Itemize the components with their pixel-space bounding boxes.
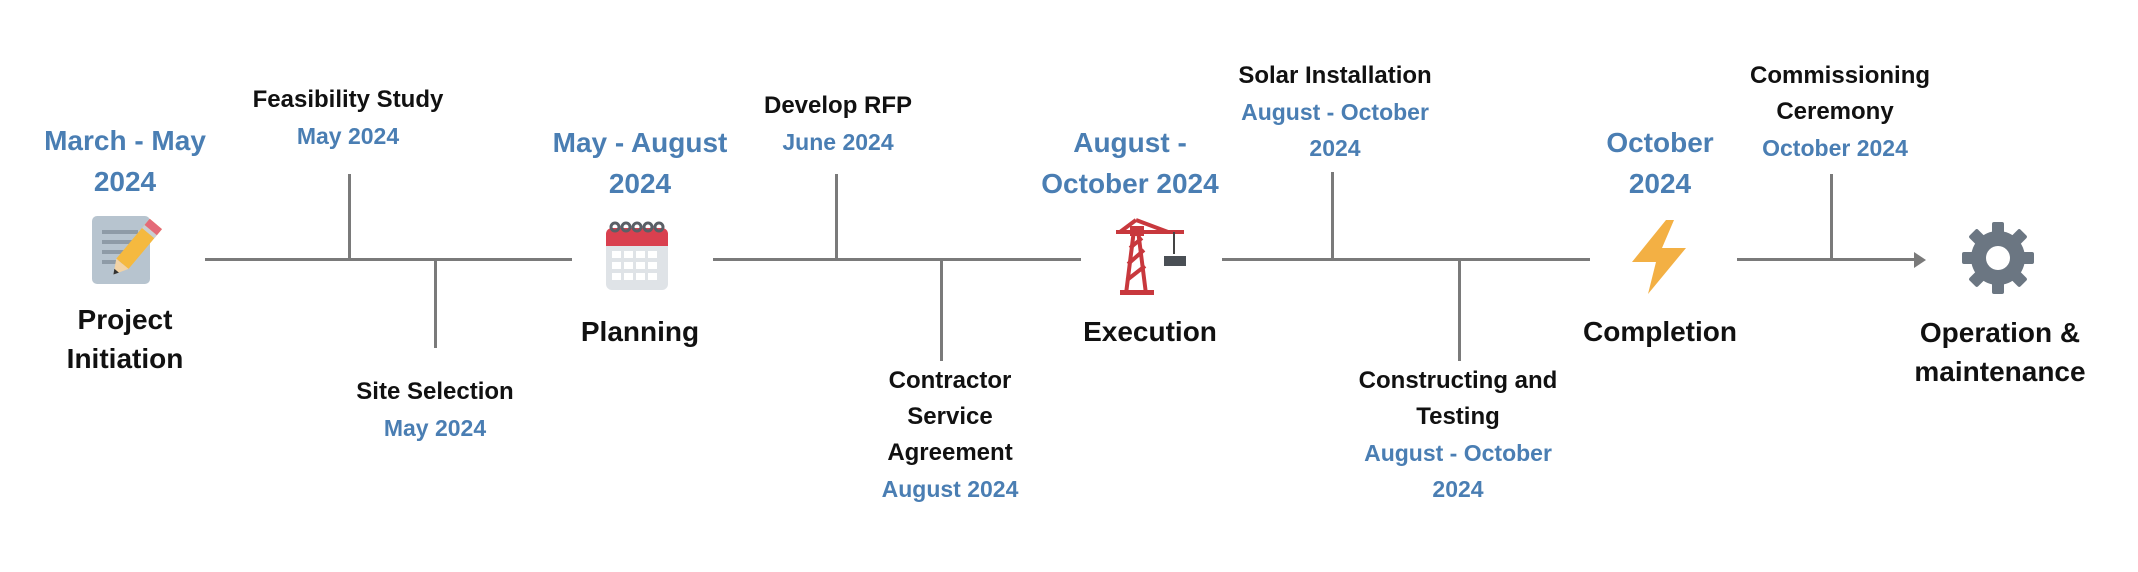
milestone-commissioning-ceremony: Commissioning Ceremony October 2024 bbox=[1750, 58, 1931, 166]
milestone-constructing-testing: Constructing and Testing August - Octobe… bbox=[1348, 363, 1568, 507]
milestone-date: August 2024 bbox=[881, 476, 1019, 502]
crane-icon bbox=[1116, 218, 1186, 295]
timeline-segment-3 bbox=[1222, 258, 1590, 261]
phase-label-operation-maintenance: Operation & maintenance bbox=[1914, 317, 2086, 387]
tick-feasibility-study bbox=[348, 174, 351, 260]
milestone-contractor-service-agreement: Contractor Service Agreement August 2024 bbox=[860, 363, 1040, 507]
timeline-segment-1 bbox=[205, 258, 572, 261]
milestone-feasibility-study: Feasibility Study May 2024 bbox=[238, 82, 458, 154]
milestone-date: August - October 2024 bbox=[1241, 99, 1429, 161]
milestone-title: Commissioning Ceremony bbox=[1750, 62, 1931, 125]
calendar-icon bbox=[606, 221, 668, 290]
phase-label-project-initiation: Project Initiation bbox=[66, 304, 184, 374]
pencil-note-icon bbox=[92, 216, 162, 284]
timeline-segment-2 bbox=[713, 258, 1081, 261]
milestone-date: May 2024 bbox=[296, 123, 400, 149]
tick-develop-rfp bbox=[835, 174, 838, 260]
tick-commissioning-ceremony bbox=[1830, 174, 1833, 260]
phase-date-planning: May - August 2024 bbox=[552, 127, 728, 199]
milestone-date: June 2024 bbox=[782, 129, 894, 155]
tick-site-selection bbox=[434, 258, 437, 348]
milestone-title: Solar Installation bbox=[1238, 62, 1432, 89]
milestone-solar-installation: Solar Installation August - October 2024 bbox=[1220, 58, 1450, 166]
milestone-title: Constructing and Testing bbox=[1358, 367, 1558, 430]
milestone-site-selection: Site Selection May 2024 bbox=[335, 374, 535, 446]
milestone-date: May 2024 bbox=[383, 415, 487, 441]
gear-icon bbox=[1962, 222, 2034, 294]
milestone-date: August - October 2024 bbox=[1364, 440, 1552, 502]
timeline-arrowhead bbox=[1914, 252, 1926, 268]
tick-contractor-service-agreement bbox=[940, 258, 943, 361]
tick-solar-installation bbox=[1331, 172, 1334, 260]
timeline-segment-4 bbox=[1737, 258, 1917, 261]
milestone-title: Feasibility Study bbox=[252, 86, 444, 113]
milestone-title: Site Selection bbox=[356, 378, 514, 405]
phase-label-completion: Completion bbox=[1583, 316, 1737, 347]
phase-date-project-initiation: March - May 2024 bbox=[44, 125, 206, 197]
phase-date-execution: August - October 2024 bbox=[1041, 127, 1219, 199]
milestone-develop-rfp: Develop RFP June 2024 bbox=[738, 88, 938, 160]
phase-label-execution: Execution bbox=[1083, 316, 1217, 347]
tick-constructing-testing bbox=[1458, 258, 1461, 361]
phase-label-planning: Planning bbox=[580, 316, 700, 347]
phase-date-completion: October 2024 bbox=[1606, 127, 1714, 199]
milestone-title: Contractor Service Agreement bbox=[887, 367, 1013, 466]
milestone-date: October 2024 bbox=[1762, 135, 1908, 161]
lightning-icon bbox=[1632, 220, 1686, 294]
milestone-title: Develop RFP bbox=[763, 92, 913, 119]
